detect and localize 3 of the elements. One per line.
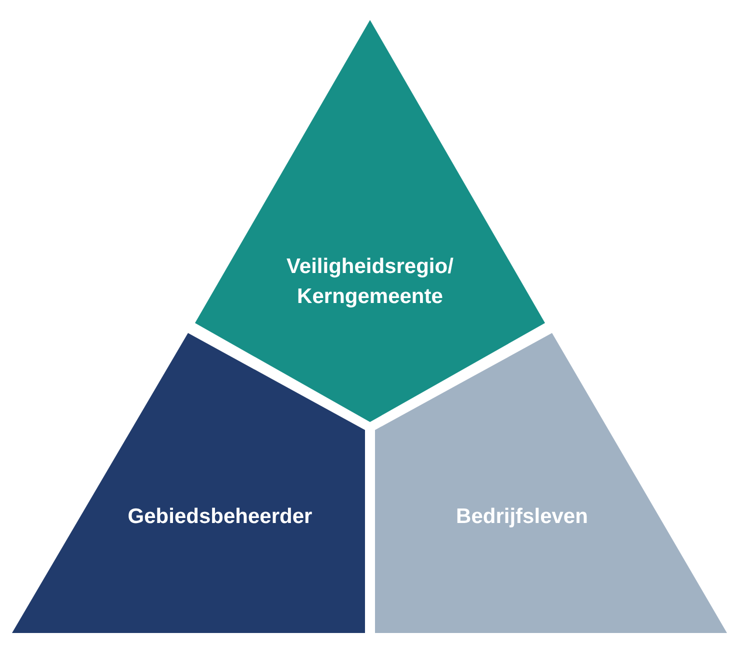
segment-label: Bedrijfsleven <box>455 504 589 530</box>
segment-label: Gebiedsbeheerder <box>126 504 314 530</box>
segment-label: Veiligheidsregio/ Kerngemeente <box>286 254 454 310</box>
